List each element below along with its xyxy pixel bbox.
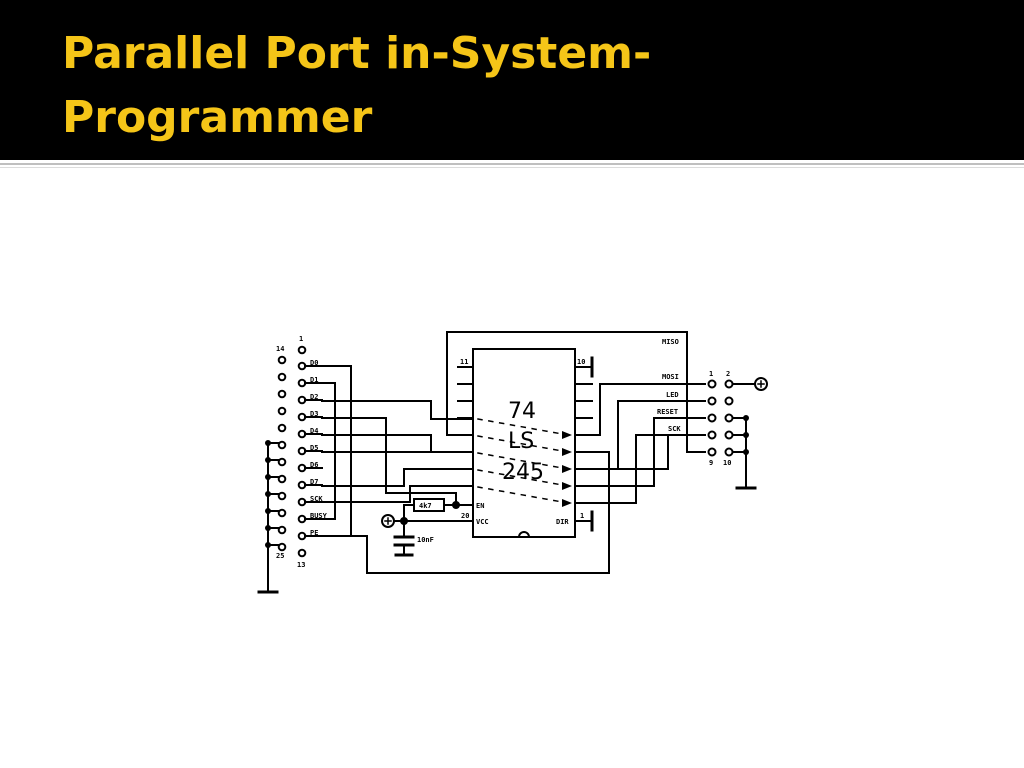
isp-pin-10-label: 10 [723,459,731,467]
wire-mosi [574,383,706,436]
ic-pin-1-label: 1 [580,512,584,520]
slide-title: Parallel Port in-System- Programmer [62,28,652,143]
wire-d4 [321,434,474,453]
signal-label-d2: D2 [310,393,318,401]
ic-dir-label: DIR [556,518,569,526]
capacitor-10nf [393,535,415,557]
db25-ground-junctions [265,440,271,548]
isp-label-led: LED [666,391,679,399]
db25-signal-stubs [304,365,323,537]
signal-label-d7: D7 [310,478,318,486]
ic-pin-11-label: 11 [460,358,468,366]
ic-en-label: EN [476,502,484,510]
wire-d7 [321,485,474,503]
wire-reset [574,417,706,487]
wire-d2 [321,400,474,420]
ic-label-74: 74 [508,399,536,424]
ic-output-arrows [562,431,572,507]
ic-pin-10-label: 10 [577,358,585,366]
signal-label-d1: D1 [310,376,318,384]
db25-left-column [277,355,287,552]
isp-label-reset: RESET [657,408,678,416]
db25-pin-25-label: 25 [276,552,284,560]
signal-label-sck: SCK [310,495,323,503]
en-junction [452,501,460,509]
resistor-label: 4k7 [419,502,432,510]
isp-label-miso: MISO [662,338,679,346]
ic-notch [517,531,531,539]
isp-pin-2-label: 2 [726,370,730,378]
wire-miso-2 [686,346,706,453]
signal-label-pe: PE [310,529,318,537]
ic-vcc-label: VCC [476,518,489,526]
signal-label-busy: BUSY [310,512,328,520]
signal-label-d3: D3 [310,410,318,418]
isp-header [707,379,734,457]
wire-miso [446,331,688,436]
capacitor-label: 10nF [417,536,434,544]
db25-pin-1-label: 1 [299,335,303,343]
vcc-junction [400,517,408,525]
wire-d3 [321,417,474,506]
db25-connector [277,345,307,558]
ic-74ls245 [472,348,576,538]
wire-pe [321,451,610,574]
vcc-symbol-left [381,514,395,528]
title-bar: Parallel Port in-System- Programmer [0,0,1024,160]
signal-label-d5: D5 [310,444,318,452]
signal-label-d4: D4 [310,427,318,435]
wire-d6 [321,468,474,487]
title-divider [0,163,1024,165]
isp-labels: MISO MOSI LED RESET SCK 1 2 9 10 [657,338,731,467]
db25-pin-14-label: 14 [276,345,284,353]
signal-label-d6: D6 [310,461,318,469]
ic-internal-buffers [477,418,569,504]
wire-sck-2 [574,434,669,470]
db25-labels: 1 14 25 13 D0 D1 D2 D3 D4 D5 D6 D7 SCK B… [276,335,328,569]
ic-label-245: 245 [502,460,544,485]
isp-pin-1-label: 1 [709,370,713,378]
title-divider-thin [0,167,1024,168]
isp-label-sck: SCK [668,425,681,433]
ic-label-ls: LS [508,429,534,454]
db25-pin-13-label: 13 [297,561,305,569]
isp-ground-junctions [743,415,749,455]
ic-pin-20-label: 20 [461,512,469,520]
signal-label-d0: D0 [310,359,318,367]
ground-bus [257,442,279,594]
isp-label-mosi: MOSI [662,373,679,381]
vcc-symbol-right [754,377,768,391]
ic-labels: 74 LS 245 11 10 20 1 EN VCC DIR [460,358,585,526]
isp-pin-9-label: 9 [709,459,713,467]
